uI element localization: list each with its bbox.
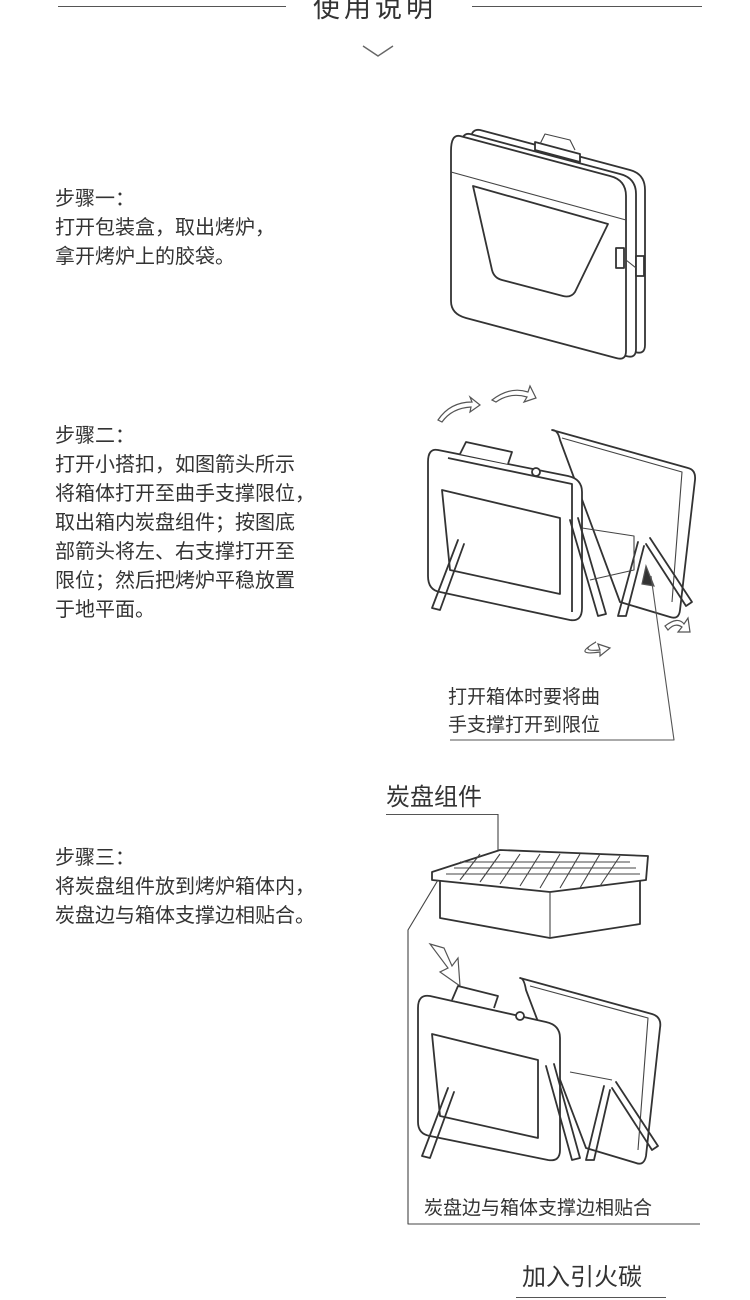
charcoal-tray-underline (386, 814, 498, 815)
step-two: 步骤二： 打开小搭扣，如图箭头所示 将箱体打开至曲手支撑限位， 取出箱内炭盘组件… (55, 421, 315, 624)
charcoal-tray-label: 炭盘组件 (386, 783, 482, 811)
header-rule-left (58, 6, 286, 7)
step-three-line: 炭盘边与箱体支撑边相贴合。 (55, 903, 315, 927)
rotate-arrow-icon (437, 395, 482, 423)
step-one-line: 拿开烤炉上的胶袋。 (55, 244, 235, 268)
closed-grill-illustration (450, 128, 646, 360)
step-one: 步骤一： 打开包装盒，取出烤炉， 拿开烤炉上的胶袋。 (55, 184, 275, 271)
step-one-line: 打开包装盒，取出烤炉， (55, 215, 275, 239)
page-title: 使用说明 (313, 0, 437, 24)
step-three: 步骤三： 将炭盘组件放到烤炉箱体内， 炭盘边与箱体支撑边相贴合。 (55, 843, 315, 930)
rotate-arrow-icon (584, 641, 612, 658)
open-grill-illustration (427, 384, 697, 741)
add-charcoal-heading: 加入引火碳 (522, 1263, 642, 1291)
open-box-note: 打开箱体时要将曲 手支撑打开到限位 (448, 683, 600, 739)
step-two-line: 将箱体打开至曲手支撑限位， (55, 481, 315, 505)
step-two-line: 于地平面。 (55, 597, 155, 621)
open-box-note-line: 手支撑打开到限位 (448, 714, 601, 736)
rotate-arrow-icon (490, 384, 537, 404)
step-two-line: 打开小搭扣，如图箭头所示 (55, 452, 295, 476)
rotate-arrow-icon (664, 616, 691, 633)
chevron-down-icon (362, 45, 394, 57)
step-three-line: 将炭盘组件放到烤炉箱体内， (55, 874, 315, 898)
header-rule-right (472, 6, 702, 7)
tray-fit-note: 炭盘边与箱体支撑边相贴合 (424, 1197, 653, 1219)
tray-assembly-illustration (407, 814, 700, 1225)
step-two-line: 取出箱内炭盘组件；按图底 (55, 510, 295, 534)
step-three-label: 步骤三： (55, 845, 135, 869)
step-one-label: 步骤一： (55, 186, 135, 210)
add-charcoal-underline (516, 1297, 666, 1298)
open-box-note-line: 打开箱体时要将曲 (448, 686, 601, 708)
step-two-line: 部箭头将左、右支撑打开至 (55, 539, 295, 563)
step-two-label: 步骤二： (55, 423, 135, 447)
step-two-line: 限位；然后把烤炉平稳放置 (55, 568, 295, 592)
